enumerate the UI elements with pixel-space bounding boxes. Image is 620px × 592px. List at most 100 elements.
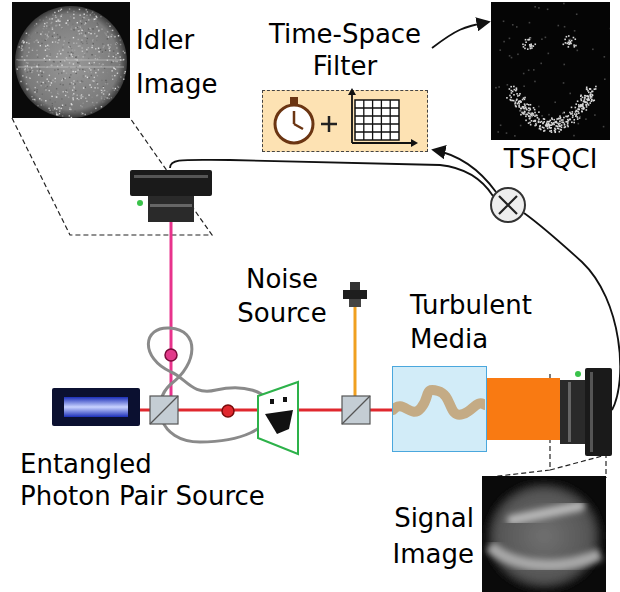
noise-speck [107, 83, 108, 84]
photon-dot [525, 120, 527, 122]
photon-dot [526, 109, 528, 111]
photon-dot [512, 24, 514, 26]
photon-dot [519, 93, 521, 95]
noise-speck [24, 41, 25, 42]
photon-dot [563, 44, 565, 46]
photon-dot [506, 132, 508, 134]
noise-speck [55, 78, 56, 79]
noise-speck [59, 113, 60, 114]
photon-dot [534, 109, 536, 111]
noise-speck [90, 33, 91, 34]
noise-speck [19, 46, 20, 47]
photon-dot [531, 112, 533, 114]
noise-speck [47, 86, 48, 87]
noise-speck [113, 56, 114, 57]
noise-speck [60, 63, 61, 64]
noise-speck [106, 97, 107, 98]
grid-axes [352, 95, 411, 143]
noise-speck [116, 47, 117, 48]
photon-dot [511, 57, 513, 59]
noise-speck [105, 33, 106, 34]
noise-speck [73, 80, 74, 81]
noise-speck [69, 77, 70, 78]
photon-dot [534, 43, 536, 45]
noise-speck [45, 100, 46, 101]
photon-dot [557, 25, 559, 27]
noise-speck [36, 23, 37, 24]
noise-speck [95, 48, 96, 49]
noise-speck [37, 40, 38, 41]
noise-speck [20, 81, 21, 82]
photon-dot [584, 97, 586, 99]
noise-speck [48, 36, 49, 37]
noise-speck [40, 33, 41, 34]
wrap-spacer [165, 448, 360, 468]
noise-speck [103, 45, 104, 46]
noise-speck [96, 95, 97, 96]
stopwatch-hands [294, 111, 303, 129]
photon-dot [559, 115, 561, 117]
idler-camera-body [130, 170, 212, 196]
noise-speck [38, 86, 39, 87]
noise-speck [52, 80, 53, 81]
noise-speck [100, 49, 101, 50]
photon-dot [515, 106, 517, 108]
noise-speck [86, 49, 87, 50]
camera-stripe [590, 372, 593, 452]
noise-speck [72, 52, 73, 53]
photon-dot [520, 110, 522, 112]
noise-speck [61, 98, 62, 99]
photon-dot [558, 128, 560, 130]
noise-speck [88, 19, 89, 20]
noise-speck [85, 114, 86, 115]
noise-speck [69, 39, 70, 40]
noise-speck [62, 115, 63, 116]
noise-speck [74, 50, 75, 51]
noise-speck [88, 71, 89, 72]
photon-dot [578, 112, 580, 114]
photon-dot [582, 103, 584, 105]
noise-speck [34, 91, 35, 92]
photon-dot [526, 103, 528, 105]
noise-speck [89, 62, 90, 63]
text-holder: Time-Space Filter [262, 18, 428, 82]
noise-speck [37, 57, 38, 58]
noise-speck [72, 49, 73, 50]
noise-speck [61, 27, 62, 28]
noise-speck [91, 62, 92, 63]
noise-speck [86, 40, 87, 41]
photon-dot [570, 43, 572, 45]
grid-frame [355, 100, 399, 140]
noise-speck [32, 48, 33, 49]
noise-speck [86, 9, 87, 10]
photon-dot [569, 43, 571, 45]
noise-speck [83, 29, 84, 30]
photon-dot [547, 124, 549, 126]
camera-led [137, 200, 143, 206]
noise-speck [94, 68, 95, 69]
noise-speck [75, 56, 76, 57]
noise-speck [118, 35, 119, 36]
noise-speck [108, 47, 109, 48]
noise-speck [23, 42, 24, 43]
noise-speck [94, 70, 95, 71]
noise-speck [25, 68, 26, 69]
noise-speck [114, 36, 115, 37]
image-dots [495, 3, 610, 137]
noise-speck [77, 98, 78, 99]
noise-speck [102, 64, 103, 65]
noise-speck [112, 87, 113, 88]
noise-speck [82, 51, 83, 52]
noise-speck [79, 65, 80, 66]
noise-speck [84, 17, 85, 18]
noise-speck [73, 29, 74, 30]
photon-dot [577, 111, 579, 113]
noise-speck [55, 41, 56, 42]
noise-speck [117, 89, 118, 90]
noise-speck [52, 105, 53, 106]
noise-speck [120, 76, 121, 77]
noise-speck [67, 20, 68, 21]
camera-stripe [134, 175, 208, 178]
noise-speck [78, 39, 79, 40]
noise-speck [38, 82, 39, 83]
